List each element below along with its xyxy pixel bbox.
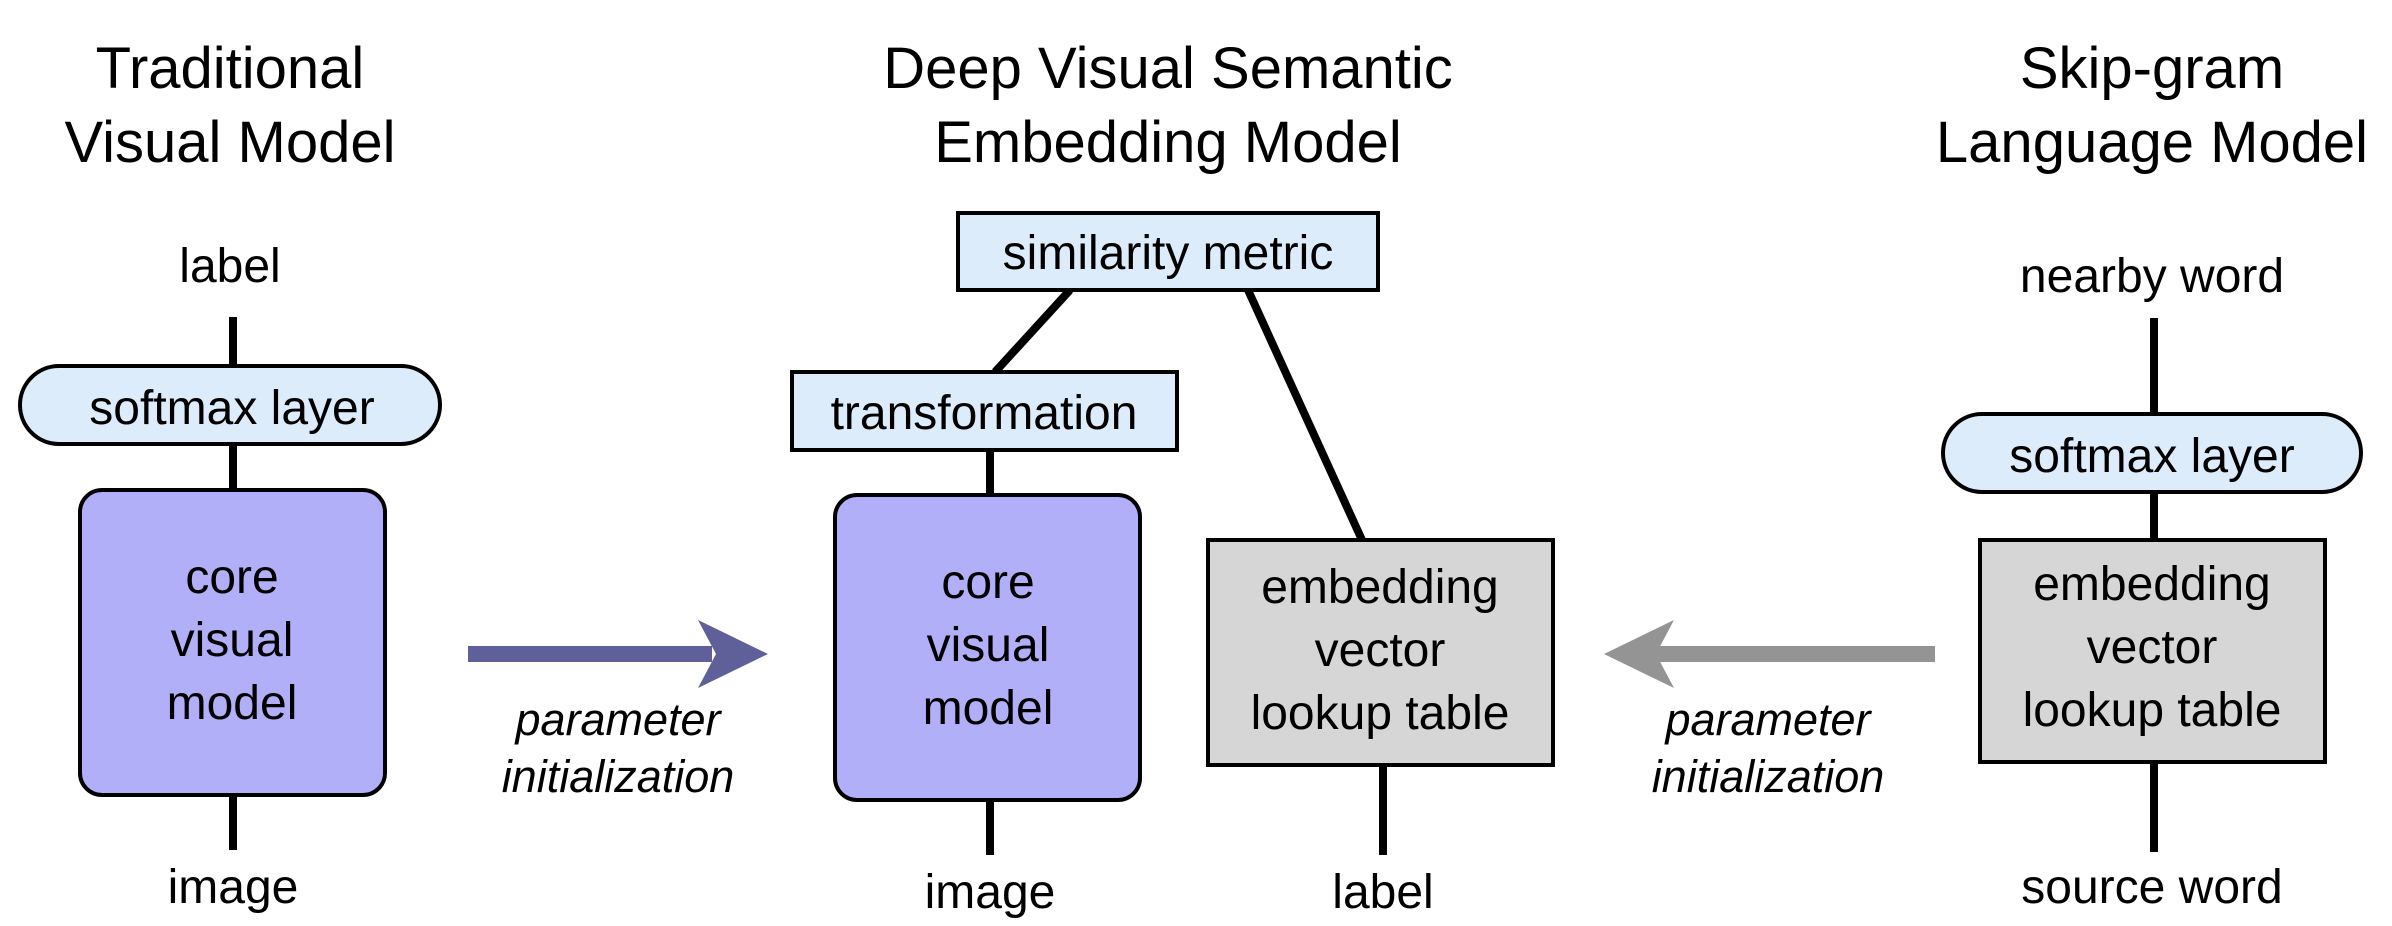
arrow-left-head: [698, 620, 768, 688]
left-core-line2: visual: [171, 614, 294, 667]
left-softmax-label: softmax layer: [89, 382, 374, 435]
center-core-line2: visual: [927, 619, 1050, 672]
right-softmax-label: softmax layer: [2009, 430, 2294, 483]
right-bottom-label: source word: [2021, 861, 2282, 914]
center-connector-similarity-transformation: [992, 287, 1073, 375]
center-lookup-line1: embedding: [1261, 561, 1499, 614]
center-core-line1: core: [941, 556, 1034, 609]
center-connector-similarity-lookup: [1244, 288, 1366, 542]
center-lookup-line2: vector: [1315, 624, 1446, 677]
left-core-line1: core: [185, 551, 278, 604]
left-title-line2: Visual Model: [64, 110, 395, 175]
arrow-right-caption-line1: parameter: [1663, 694, 1872, 745]
arrow-left-to-center: parameter initialization: [468, 620, 768, 802]
traditional-visual-model: Traditional Visual Model label softmax l…: [18, 36, 442, 914]
center-bottom-label: label: [1332, 866, 1433, 919]
right-top-label: nearby word: [2020, 250, 2284, 303]
center-embedding-lookup-table: [1206, 538, 1555, 767]
right-lookup-line2: vector: [2087, 621, 2218, 674]
arrow-right-head: [1604, 620, 1674, 688]
arrow-right-to-center: parameter initialization: [1604, 620, 1935, 802]
right-embedding-lookup-table: [1978, 538, 2327, 764]
arrow-left-caption-line1: parameter: [513, 694, 722, 745]
center-title-line1: Deep Visual Semantic: [883, 36, 1453, 101]
left-title-line1: Traditional: [96, 36, 365, 101]
center-lookup-line3: lookup table: [1251, 687, 1510, 740]
right-lookup-line3: lookup table: [2023, 684, 2282, 737]
skip-gram-language-model: Skip-gram Language Model nearby word sof…: [1936, 36, 2368, 914]
center-bottom-image: image: [925, 866, 1056, 919]
center-title-line2: Embedding Model: [934, 110, 1402, 175]
similarity-metric-label: similarity metric: [1003, 227, 1334, 280]
center-core-visual-model: [833, 493, 1142, 802]
center-core-line3: model: [923, 682, 1054, 735]
arrow-right-caption-line2: initialization: [1652, 751, 1885, 802]
right-lookup-line1: embedding: [2033, 558, 2271, 611]
arrow-left-caption-line2: initialization: [502, 751, 735, 802]
right-title-line2: Language Model: [1936, 110, 2368, 175]
right-title-line1: Skip-gram: [2020, 36, 2284, 101]
left-core-line3: model: [167, 677, 298, 730]
left-bottom-label: image: [168, 861, 299, 914]
similarity-metric-box: [956, 211, 1380, 292]
devise-model: Deep Visual Semantic Embedding Model sim…: [790, 36, 1555, 919]
transformation-label: transformation: [831, 387, 1138, 440]
left-top-label: label: [179, 240, 280, 293]
transformation-box: [790, 370, 1179, 452]
